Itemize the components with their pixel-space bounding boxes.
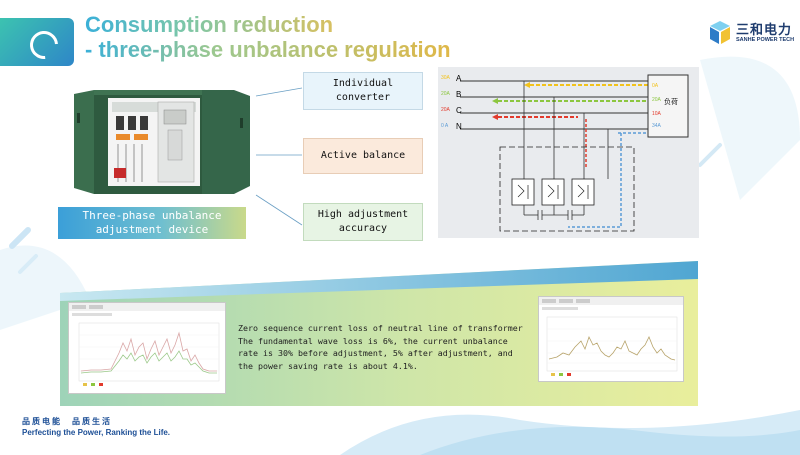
brand-logo: 三和电力 SANHE POWER TECH [708,18,794,58]
page-title-line1: Consumption reduction [85,12,334,37]
phase-label-b: B [456,90,462,99]
section-logo-tile [0,18,74,66]
cabinet-caption-line1: Three-phase unbalance [82,209,222,222]
note-line4: the power saving rate is about 4.1%. [238,360,418,371]
note-line1: Zero sequence current loss of neutral li… [238,323,523,333]
cube-logo-icon [710,21,730,44]
current-c-before: 20A [441,107,450,113]
slogan-chinese: 品质电能 品质生活 [22,417,112,426]
callout-line2: converter [335,92,391,103]
wiring-diagram: A B C N 30A 20A 20A 0 A 0A 20A 10A 34A 负… [438,67,699,238]
ring-icon [24,25,64,65]
current-a-before: 30A [441,75,450,81]
page-title-line2: - three-phase unbalance regulation [85,37,451,62]
callout-active-balance: Active balance [303,138,423,174]
callout-line2: accuracy [338,223,388,234]
brand-tagline: SANHE POWER TECH [736,37,795,43]
after-adjustment-chart [538,296,684,382]
current-n-after: 34A [652,123,661,129]
current-c-after: 10A [652,111,661,117]
current-b-before: 20A [441,91,450,97]
callout-high-accuracy: High adjustment accuracy [303,203,423,241]
cabinet-caption-line2: adjustment device [95,223,209,236]
cabinet-caption: Three-phase unbalance adjustment device [58,207,246,239]
note-line3: rate is 30% before adjustment, 5% after … [238,348,513,358]
phase-label-c: C [456,106,462,115]
current-n-before: 0 A [441,123,449,129]
load-label: 负荷 [664,99,678,106]
slogan-english: Perfecting the Power, Ranking the Life. [22,428,171,437]
phase-label-n: N [456,122,462,131]
callout-individual-converter: Individual converter [303,72,423,110]
cabinet-image [74,90,250,194]
current-a-after: 0A [652,83,659,89]
current-b-after: 20A [652,97,661,103]
callout-line1: High adjustment [317,209,409,220]
results-note: Zero sequence current loss of neutral li… [238,322,528,372]
callout-line1: Active balance [320,150,406,161]
callout-line1: Individual [332,78,394,89]
before-adjustment-chart [68,302,226,394]
phase-label-a: A [456,74,462,83]
note-line2: The fundamental wave loss is 6%, the cur… [238,335,508,346]
brand-name: 三和电力 [736,22,793,37]
